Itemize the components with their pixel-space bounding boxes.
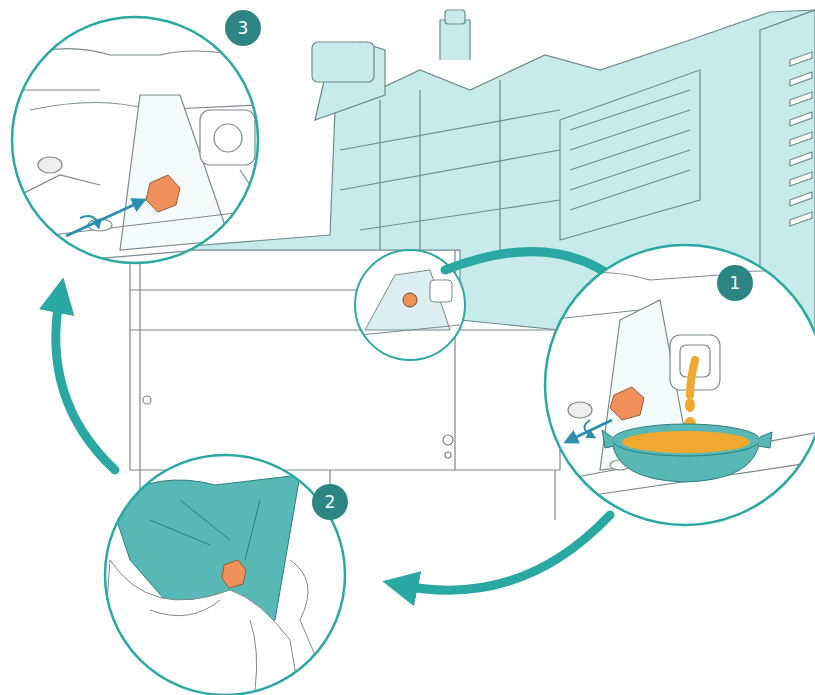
callout-number: 1 xyxy=(717,265,753,301)
callout-number: 3 xyxy=(225,10,261,46)
callout-number: 2 xyxy=(312,484,348,520)
